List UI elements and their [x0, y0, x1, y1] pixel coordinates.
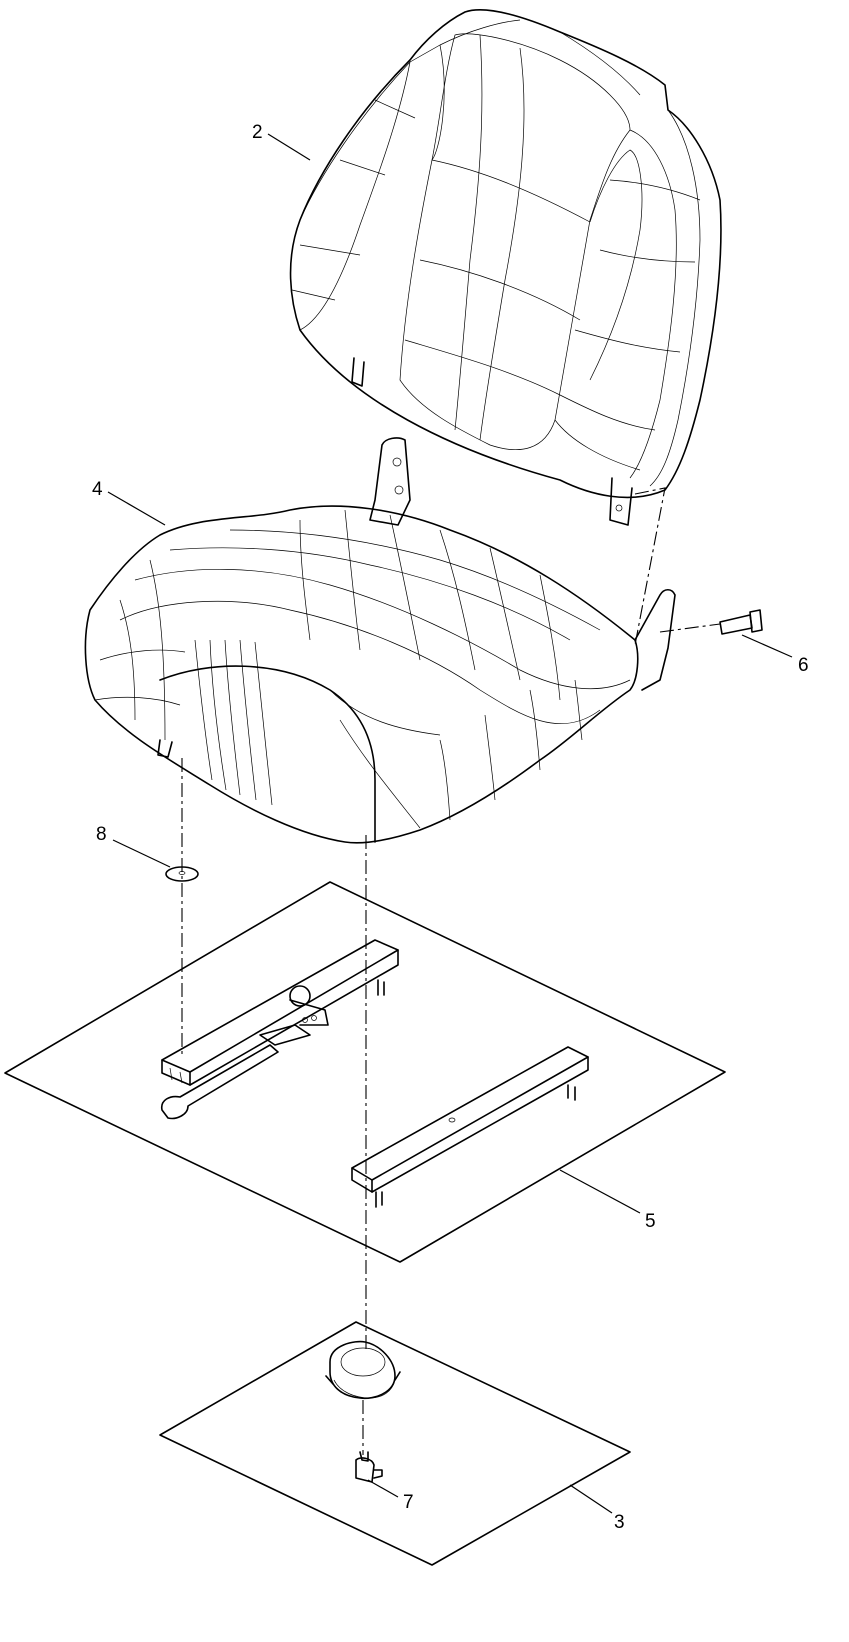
callout-4: 4: [92, 479, 103, 500]
callout-8: 8: [96, 824, 107, 845]
leader-lines: [107, 133, 793, 1514]
callout-6: 6: [798, 655, 809, 676]
bolt: [719, 609, 763, 635]
slide-rail-sheet: [4, 881, 726, 1263]
callout-7: 7: [403, 1492, 414, 1513]
callout-3: 3: [614, 1512, 625, 1533]
assembly-lines: [181, 487, 721, 1455]
switch-kit-sheet: [159, 1321, 631, 1566]
seat-cushion: [84, 437, 676, 844]
callout-2: 2: [252, 122, 263, 143]
callout-5: 5: [645, 1211, 656, 1232]
backrest: [289, 9, 722, 526]
callouts: 2 4 6 8 5 7 3: [92, 122, 809, 1533]
